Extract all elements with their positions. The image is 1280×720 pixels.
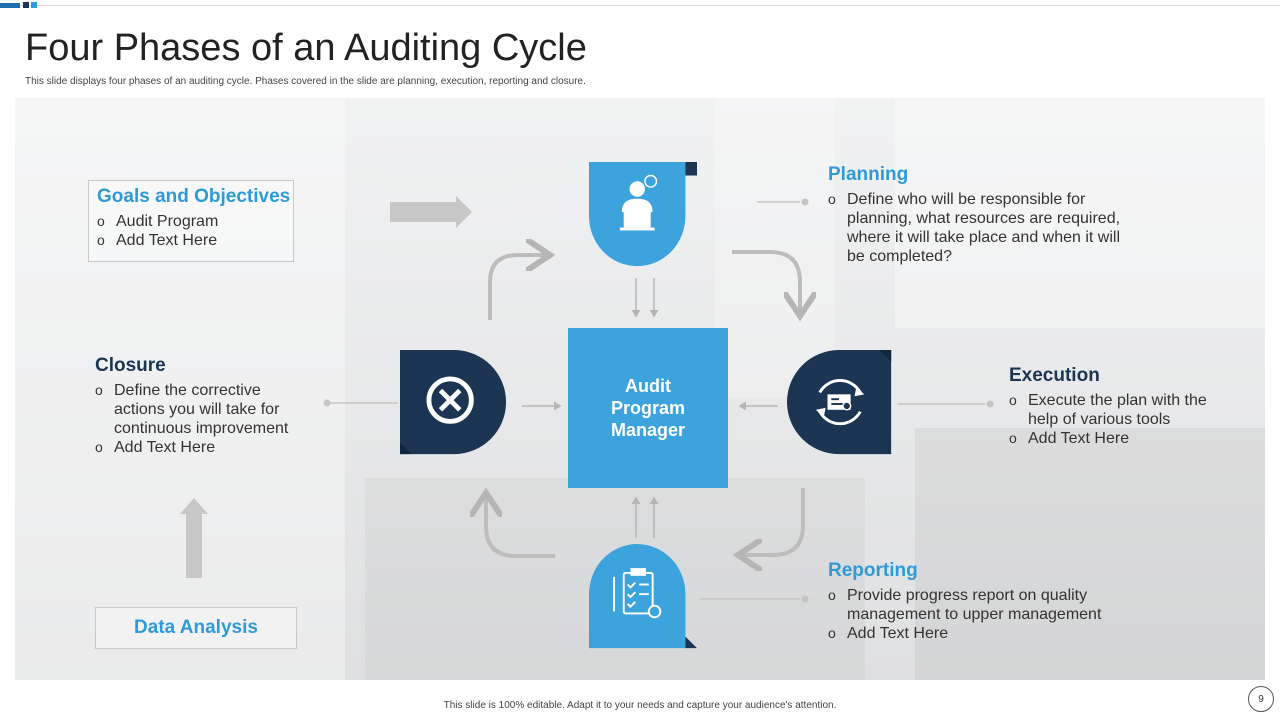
person-laptop-icon	[619, 174, 658, 231]
goals-block: Goals and Objectives Audit Program Add T…	[97, 186, 297, 250]
closure-connector	[323, 399, 398, 407]
center-label: Audit Program Manager	[610, 376, 686, 440]
goals-bullets: Audit Program Add Text Here	[97, 212, 297, 250]
planning-heading: Planning	[828, 164, 909, 185]
page-title: Four Phases of an Auditing Cycle	[25, 27, 587, 69]
execution-block: Execution Execute the plan with the help…	[1009, 365, 1219, 448]
top-accent-bar	[0, 3, 20, 8]
planning-phase-shape	[589, 162, 697, 267]
closure-bullets: Define the corrective actions you will t…	[95, 381, 305, 457]
list-item: Define the corrective actions you will t…	[95, 381, 305, 438]
top-rule	[0, 5, 1280, 6]
footer-note: This slide is 100% editable. Adapt it to…	[443, 700, 837, 711]
closure-to-planning-curve	[488, 255, 546, 320]
reporting-bullets: Provide progress report on quality manag…	[828, 586, 1118, 643]
reporting-connector	[700, 595, 809, 603]
reporting-phase-shape	[589, 544, 697, 649]
page-number: 9	[1248, 686, 1274, 712]
planning-connector	[757, 198, 809, 206]
up-block-arrow	[180, 498, 208, 578]
list-item: Add Text Here	[95, 438, 305, 457]
page-subtitle: This slide displays four phases of an au…	[25, 76, 586, 87]
reporting-heading: Reporting	[828, 560, 918, 581]
right-block-arrow	[390, 196, 472, 228]
center-box: Audit Program Manager	[568, 328, 728, 488]
data-analysis-box: Data Analysis	[95, 607, 297, 649]
goals-heading: Goals and Objectives	[97, 186, 291, 207]
reporting-to-closure-curve	[486, 497, 555, 558]
list-item: Execute the plan with the help of variou…	[1009, 391, 1219, 429]
planning-to-execution-curve	[732, 250, 800, 312]
data-analysis-label: Data Analysis	[134, 617, 258, 638]
execution-heading: Execution	[1009, 365, 1100, 386]
reporting-block: Reporting Provide progress report on qua…	[828, 560, 1118, 643]
closure-phase-shape	[400, 350, 507, 455]
top-accent-square	[31, 2, 37, 8]
top-accent-square	[23, 2, 29, 8]
closure-heading: Closure	[95, 355, 166, 376]
execution-bullets: Execute the plan with the help of variou…	[1009, 391, 1219, 448]
list-item: Add Text Here	[828, 624, 1118, 643]
list-item: Provide progress report on quality manag…	[828, 586, 1118, 624]
execution-phase-shape	[787, 350, 892, 455]
clipboard-checklist-icon	[613, 568, 662, 619]
planning-block: Planning Define who will be responsible …	[828, 164, 1128, 266]
list-item: Add Text Here	[1009, 429, 1219, 448]
execution-to-reporting-curve	[742, 488, 805, 555]
process-cycle-icon	[815, 379, 865, 426]
list-item: Add Text Here	[97, 231, 297, 250]
list-item: Audit Program	[97, 212, 297, 231]
closure-block: Closure Define the corrective actions yo…	[95, 355, 305, 457]
execution-connector	[898, 400, 994, 408]
list-item: Define who will be responsible for plann…	[828, 190, 1128, 266]
planning-bullets: Define who will be responsible for plann…	[828, 190, 1128, 266]
circle-x-icon	[426, 376, 474, 424]
